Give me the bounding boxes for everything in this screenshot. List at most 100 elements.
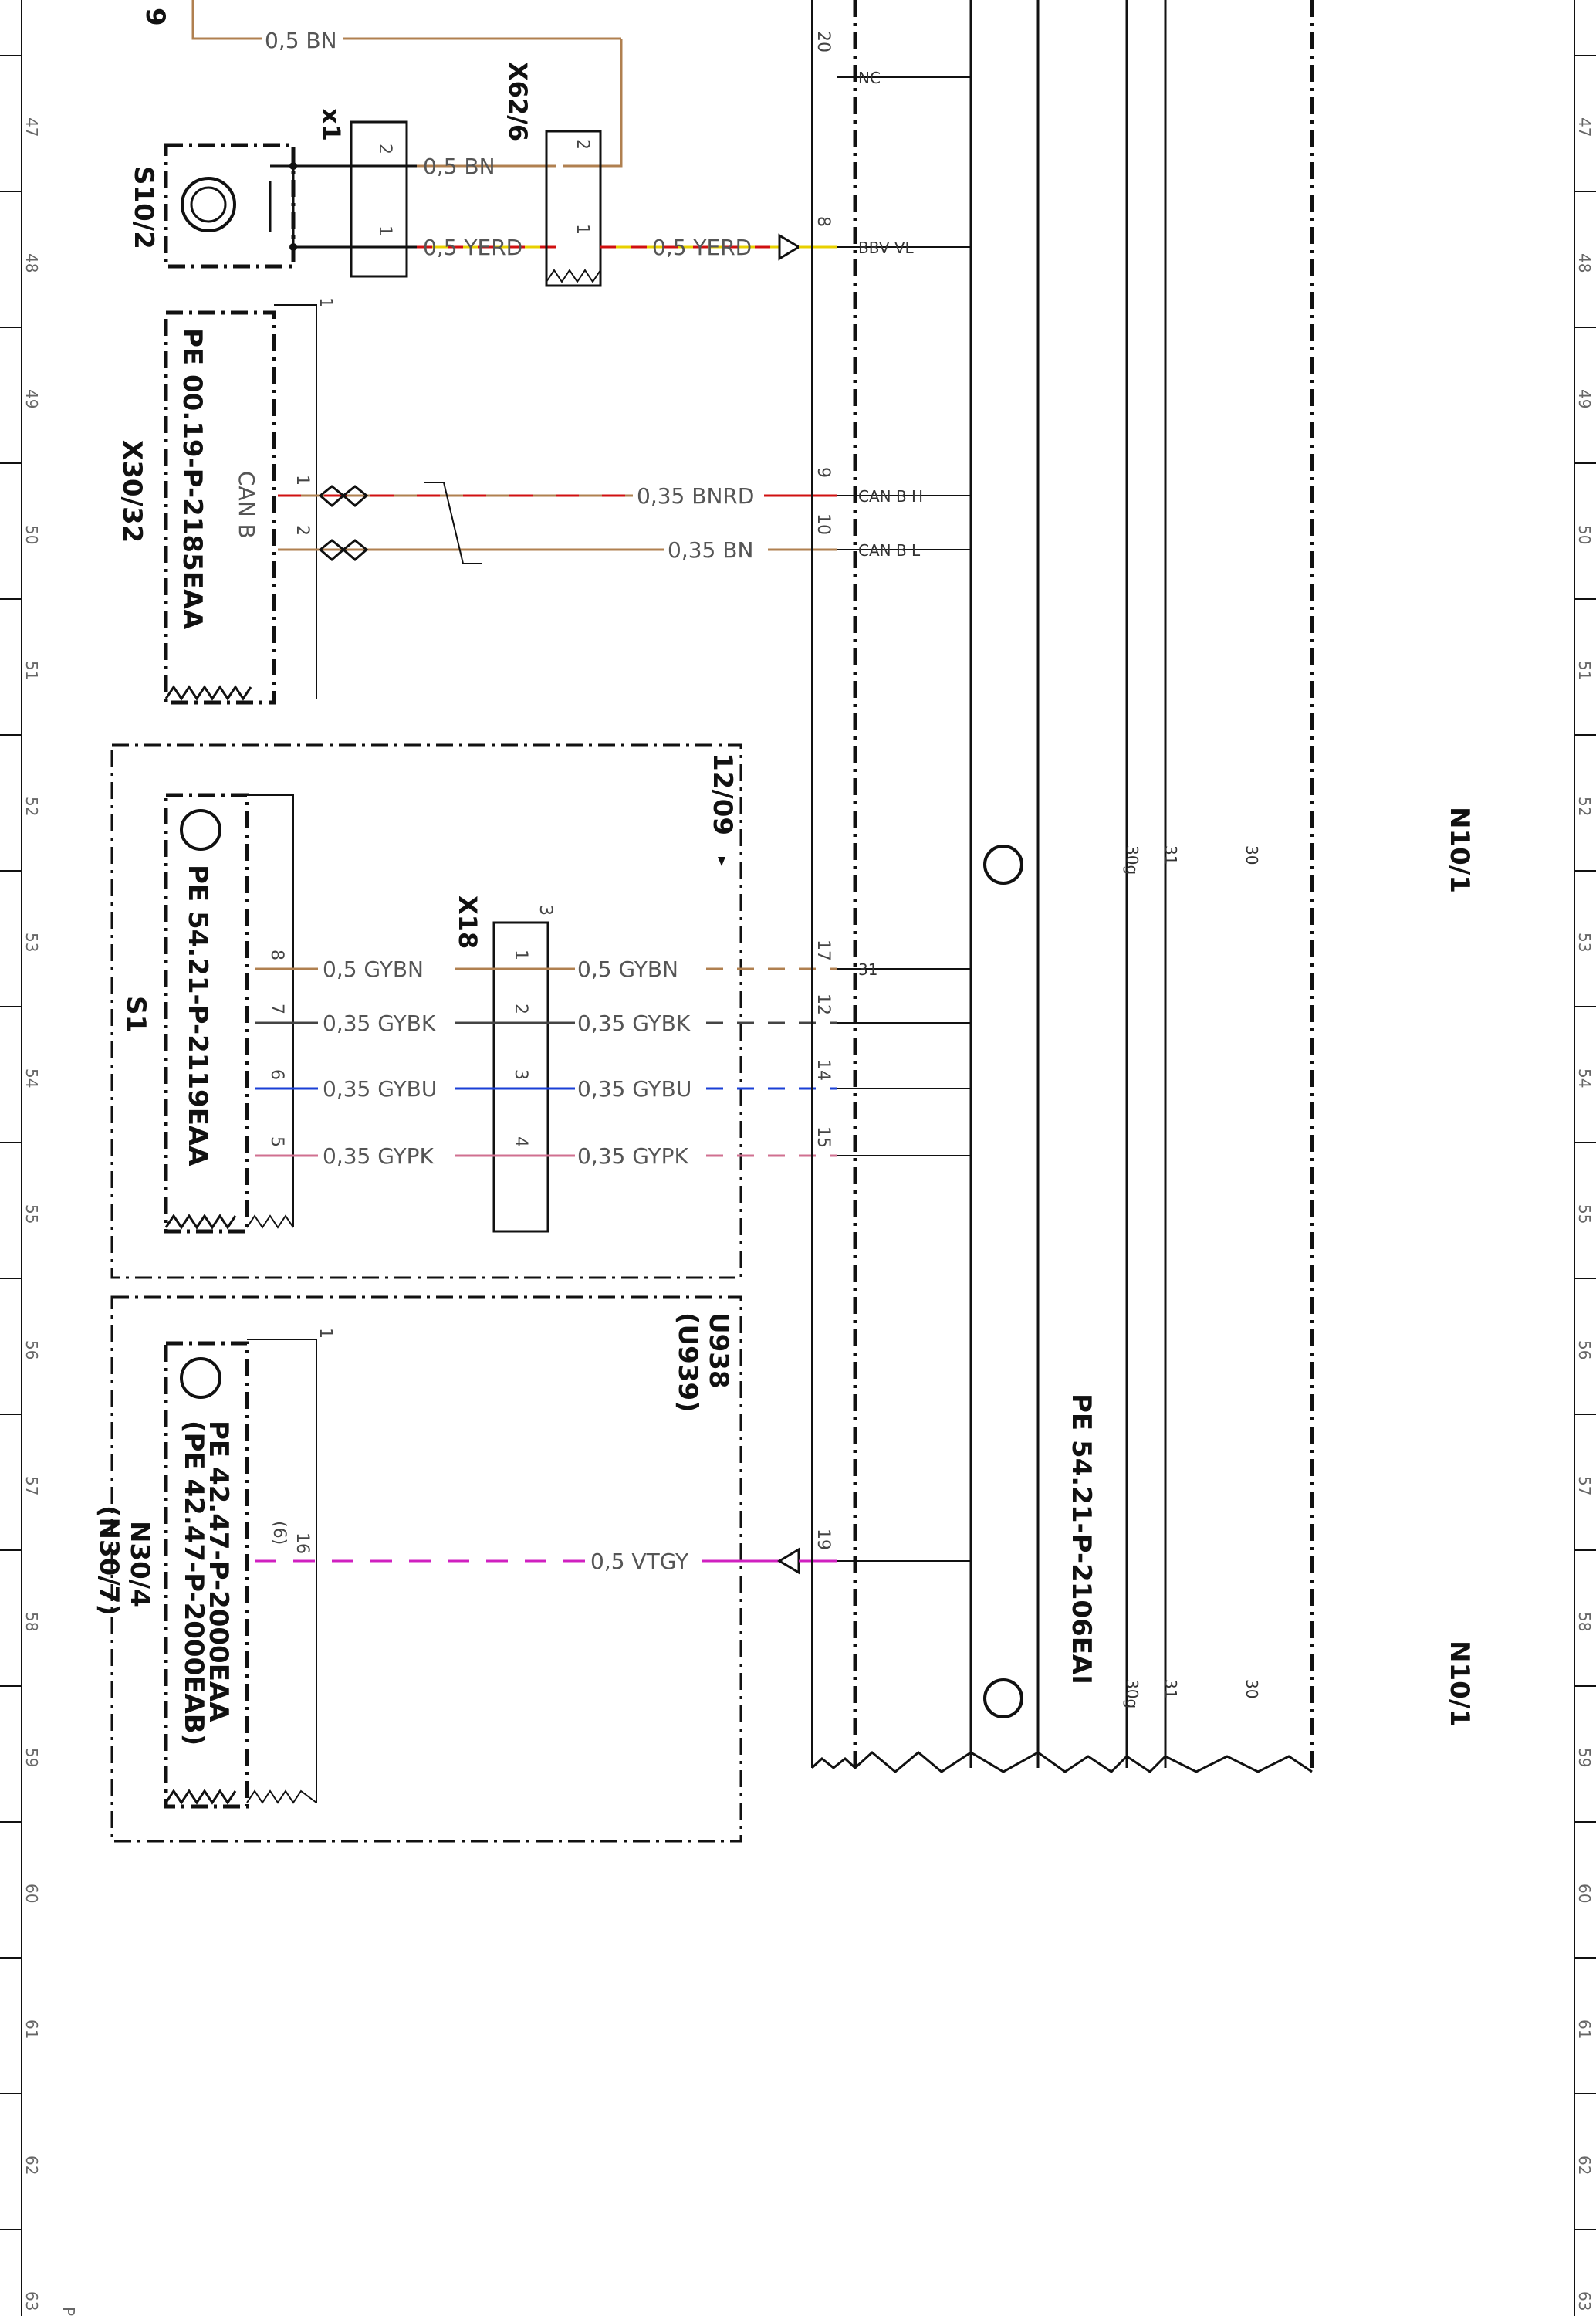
- x30-32-label: X30/32: [117, 440, 147, 543]
- top-cut-label: 9: [140, 8, 171, 26]
- n10-1-label-bottom: N10/1: [1444, 1640, 1475, 1727]
- ground-transistor-icon: [180, 809, 221, 851]
- grid-row-label-left: 50: [22, 525, 41, 544]
- vtgy-wire-label: 0,5 VTGY: [590, 1549, 689, 1574]
- n10-signal-bbv: BBV VL: [858, 239, 915, 257]
- grid-row-label-left: 51: [22, 661, 41, 680]
- grid-row-label-left: 48: [22, 253, 41, 273]
- grid-row-label-right: 50: [1575, 525, 1594, 544]
- n10-1-pe-ref: PE 54.21-P-2106EAI: [1066, 1393, 1097, 1685]
- x62-6-pin1: 1: [573, 224, 592, 235]
- x30-pin2: 2: [292, 525, 312, 536]
- x18-pin: 2: [511, 1004, 530, 1014]
- n10-pin: 14: [813, 1059, 833, 1081]
- x62-6-wire-label: 0,5 YERD: [652, 235, 752, 260]
- x18-pin: 4: [511, 1136, 530, 1147]
- s10-2-label: S10/2: [128, 166, 159, 249]
- n30-pin-top: 1: [316, 1328, 335, 1339]
- s1-wire-left-label: 0,5 GYBN: [323, 957, 424, 982]
- grid-row-label-left: 53: [22, 933, 41, 952]
- rail-30g-bottom: 30g: [1123, 1679, 1141, 1708]
- grid-row-label-left: 47: [22, 117, 41, 137]
- s1-wire-right-label: 0,35 GYBK: [577, 1011, 691, 1036]
- variant-alt-label: (U939): [672, 1312, 703, 1413]
- ground-transistor-icon: [983, 845, 1023, 885]
- x18-label: X18: [453, 896, 482, 949]
- s1-wire-right-label: 0,35 GYBU: [577, 1076, 691, 1102]
- n10-signal: 31: [858, 960, 877, 979]
- s1-pe-ref: PE 54.21-P-2119EAA: [182, 865, 213, 1166]
- x62-6-connector: X62/6 2 1 0,5 YERD: [503, 62, 837, 287]
- x1-label: x1: [316, 108, 346, 141]
- grid-frame: [21, 0, 1575, 2316]
- s1-pin-left: 7: [267, 1004, 286, 1014]
- n30-pe-ref-alt: (PE 42.47-P-2000EAB): [178, 1420, 209, 1745]
- grid-row-label-right: 62: [1575, 2155, 1594, 2175]
- x62-6-label: X62/6: [503, 62, 533, 141]
- grid-row-label-right: 52: [1575, 797, 1594, 816]
- x30-can-b-label: CAN B: [234, 471, 259, 539]
- grid-row-label-left: 58: [22, 1612, 41, 1631]
- rail-31-bottom: 31: [1161, 1679, 1180, 1698]
- x18-pin-top: 3: [536, 905, 555, 916]
- grid-row-label-right: 57: [1575, 1476, 1594, 1495]
- grid-row-label-left: 59: [22, 1748, 41, 1767]
- arrow-icon: [778, 233, 801, 261]
- can-h-wire-label: 0,35 BNRD: [637, 483, 754, 509]
- top-cut-wire: 9 0,5 BN: [140, 0, 623, 168]
- can-l-wire-label: 0,35 BN: [668, 537, 753, 563]
- x30-32-pe-ref: PE 00.19-P-2185EAA: [177, 328, 208, 630]
- n10-signal-nc: NC: [858, 69, 881, 87]
- n10-1-label-top: N10/1: [1444, 807, 1475, 893]
- s1-label: S1: [120, 996, 151, 1033]
- s1-date-label: 12/09: [707, 753, 738, 835]
- grid-row-label-right: 47: [1575, 117, 1594, 137]
- switch-icon: [181, 177, 236, 232]
- n10-signal-canl: CAN B L: [858, 541, 921, 560]
- grid-row-label-left: 54: [22, 1068, 41, 1088]
- grid-row-label-left: 63: [22, 2291, 41, 2311]
- x62-6-pin2: 2: [573, 139, 592, 150]
- page-ref: PE 5: [59, 2307, 78, 2316]
- arrow-icon: [777, 1547, 800, 1575]
- grid-row-label-right: 54: [1575, 1068, 1594, 1088]
- n10-pin-canl: 10: [813, 513, 833, 535]
- n10-pin-bbv: 8: [813, 216, 833, 227]
- rail-31-top: 31: [1161, 845, 1180, 865]
- grid-row-label-right: 61: [1575, 2020, 1594, 2039]
- n10-1-module: N10/1 N10/1 PE 54.21-P-2106EAI 30g 31 30…: [810, 0, 1475, 1773]
- grid-row-label-right: 60: [1575, 1884, 1594, 1903]
- grid-row-label-left: 57: [22, 1476, 41, 1495]
- s1-pin-left: 8: [267, 950, 286, 960]
- s10-2-wire1-label: 0,5 YERD: [423, 235, 522, 260]
- grid-row-label-right: 48: [1575, 253, 1594, 273]
- x1-pin1: 1: [375, 225, 394, 236]
- s1-wire-left-label: 0,35 GYBU: [323, 1076, 437, 1102]
- s1-wire-right-label: 0,35 GYPK: [577, 1143, 689, 1169]
- n10-pin: 17: [813, 940, 833, 961]
- grid-row-label-right: 56: [1575, 1340, 1594, 1359]
- grid-row-label-right: 51: [1575, 661, 1594, 680]
- grid-row-label-left: 52: [22, 797, 41, 816]
- top-cut-wire-label: 0,5 BN: [265, 28, 337, 53]
- n30-4-group: U938 (U939) 1 PE 42.47-P-2000EAA (PE 42.…: [93, 1295, 837, 1843]
- variant-label: U938: [703, 1312, 734, 1389]
- x30-pin1: 1: [292, 475, 312, 486]
- grid-row-label-right: 63: [1575, 2291, 1594, 2311]
- grid-row-label-left: 56: [22, 1340, 41, 1359]
- n10-pin: 15: [813, 1126, 833, 1148]
- n30-7-label: (N30/7): [93, 1505, 124, 1616]
- n10-signal-canh: CAN B H: [858, 487, 923, 506]
- s1-wire-left-label: 0,35 GYPK: [323, 1143, 435, 1169]
- n10-pin-canh: 9: [813, 467, 833, 478]
- n30-pe-ref: PE 42.47-P-2000EAA: [203, 1420, 234, 1722]
- s10-2-switch: S10/2 x1 2 1 0,5 BN 0,5 YERD: [128, 108, 556, 278]
- x1-pin2: 2: [375, 144, 394, 154]
- s1-wire-right-label: 0,5 GYBN: [577, 957, 678, 982]
- grid-row-label-right: 59: [1575, 1748, 1594, 1767]
- grid-row-label-right: 55: [1575, 1204, 1594, 1224]
- s1-pin-left: 5: [267, 1136, 286, 1147]
